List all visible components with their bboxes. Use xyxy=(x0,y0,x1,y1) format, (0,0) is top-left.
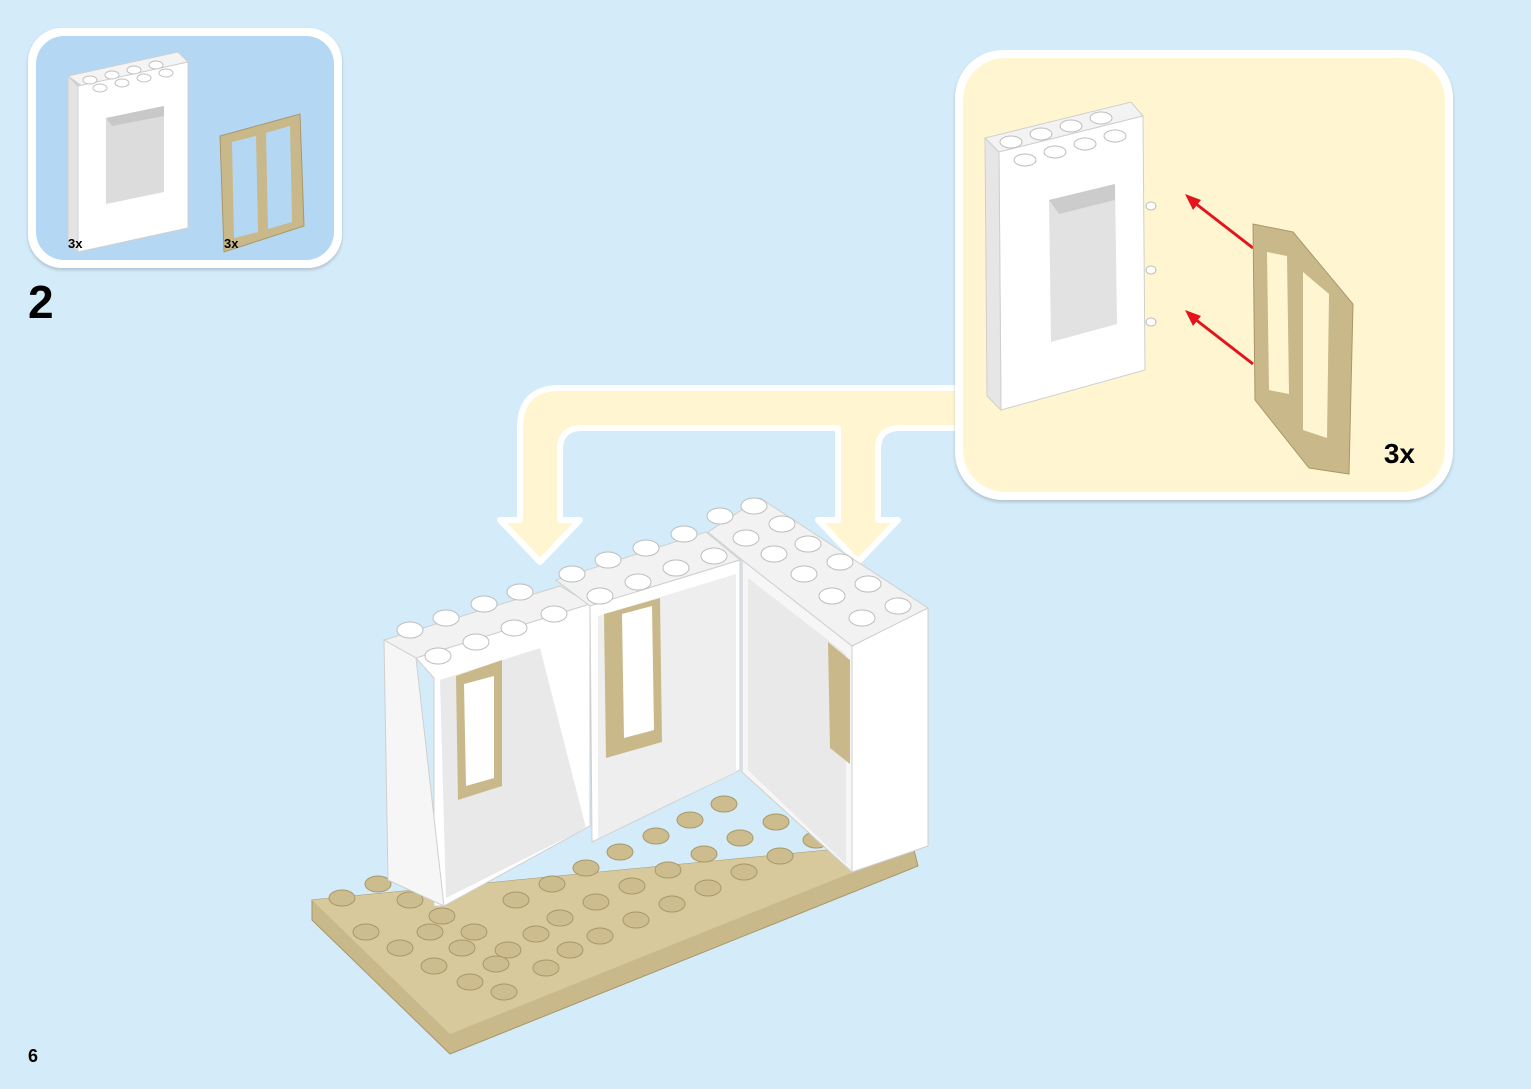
left-window-frame xyxy=(384,584,590,906)
page-number: 6 xyxy=(28,1046,38,1067)
